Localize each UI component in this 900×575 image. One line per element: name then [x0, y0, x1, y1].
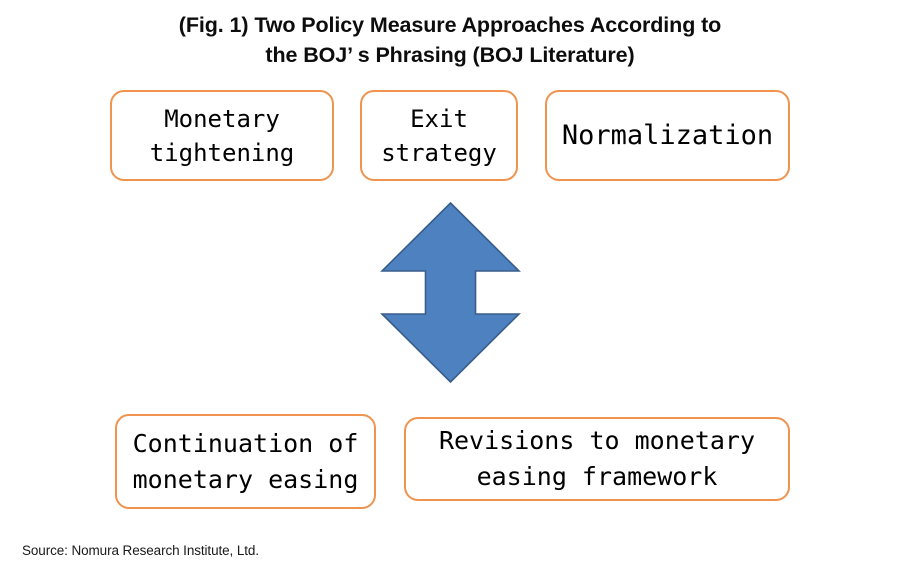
box-revisions-to-monetary-easing-framework: Revisions to monetary easing framework: [404, 417, 790, 501]
box-continuation-of-monetary-easing: Continuation of monetary easing: [115, 414, 376, 509]
box-normalization: Normalization: [545, 90, 790, 181]
double-headed-arrow-icon: [378, 200, 523, 385]
box-monetary-tightening: Monetary tightening: [110, 90, 334, 181]
source-note: Source: Nomura Research Institute, Ltd.: [22, 543, 259, 558]
double-headed-arrow-shape: [380, 201, 521, 384]
box-exit-strategy: Exit strategy: [360, 90, 518, 181]
figure-title: (Fig. 1) Two Policy Measure Approaches A…: [178, 13, 722, 67]
